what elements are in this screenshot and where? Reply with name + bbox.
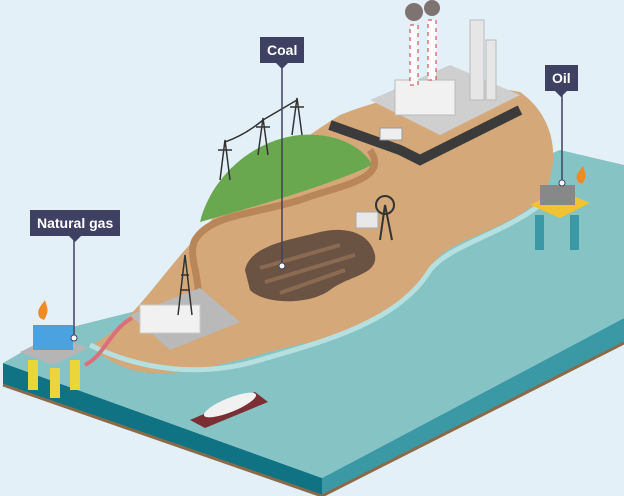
gas-platform-leg [50,368,60,398]
road [328,105,523,166]
power-pylons [218,97,304,181]
tanker-tanks [203,392,257,418]
gas-platform-module [33,325,73,350]
coal-label: Coal [260,37,305,69]
oil-marker [558,179,566,187]
oil-platform-module [540,185,575,205]
smoke [424,0,440,16]
chimney [409,24,419,86]
gas-platform-leg [28,360,38,390]
gas-flare-icon [38,300,48,320]
natural-gas-marker [70,334,78,342]
slab-bottom-edge [2,341,624,496]
slab-right-side [322,318,624,496]
mine-wheel [375,195,395,215]
coal-pit-terraces [259,243,356,295]
slab-left-side [3,363,322,496]
mine-building [355,211,379,229]
refinery-towers [485,39,497,101]
gas-platform-leg [70,360,80,390]
coal-marker [278,262,286,270]
oil-platform-leg [570,215,579,250]
coal-pit [245,229,376,302]
green-hill [200,134,372,222]
refinery-towers [469,19,485,101]
power-station-building [394,79,456,116]
gas-pipeline [83,316,134,367]
smoke [405,3,423,21]
oil-label: Oil [545,65,578,97]
gas-plant-derrick [177,254,193,316]
gas-plant-tanks [139,304,201,334]
shoreline [88,202,542,373]
oil-platform-leg [535,215,544,250]
mine-headframe [379,204,393,241]
chimney [427,19,437,81]
truck [379,127,403,141]
dirt-track [187,148,378,313]
natural-gas-label: Natural gas [30,210,121,242]
oil-flare-icon [576,166,586,184]
